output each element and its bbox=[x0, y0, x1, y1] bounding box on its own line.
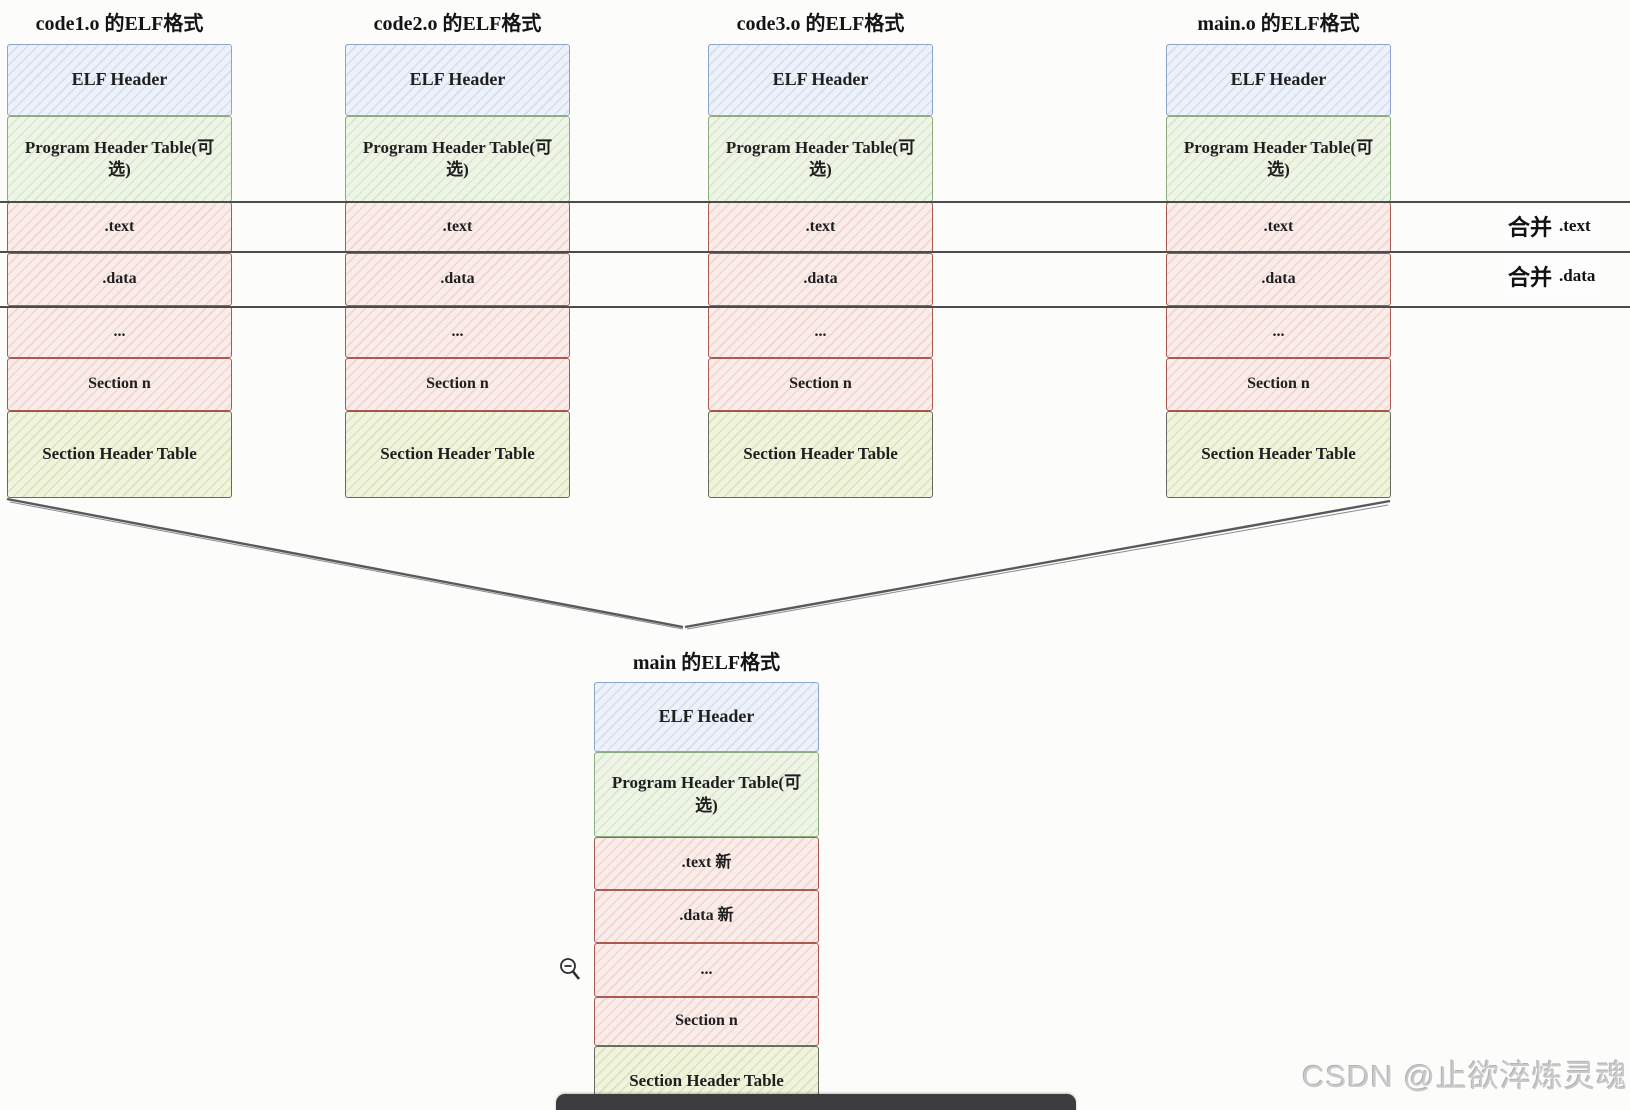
box-label: .text bbox=[104, 218, 135, 236]
box-label: .text 新 bbox=[681, 854, 732, 872]
box-label: .data 新 bbox=[679, 907, 734, 925]
text-section-box: .text bbox=[1166, 202, 1391, 253]
box-label: .data bbox=[102, 270, 137, 288]
box-label: .text bbox=[805, 218, 836, 236]
merge-label-data: 合并 .data bbox=[1502, 259, 1602, 293]
text-new-section-box: .text 新 bbox=[594, 837, 819, 890]
box-label: .data bbox=[1261, 270, 1296, 288]
column-title: code3.o 的ELF格式 bbox=[736, 13, 905, 35]
box-label: .data bbox=[440, 270, 475, 288]
column-title: main.o 的ELF格式 bbox=[1197, 13, 1360, 35]
box-label: Section Header Table bbox=[42, 444, 197, 464]
data-new-section-box: .data 新 bbox=[594, 890, 819, 943]
column-title: code2.o 的ELF格式 bbox=[373, 13, 542, 35]
ellipsis-section-box: ... bbox=[708, 306, 933, 358]
box-label: Section Header Table bbox=[1201, 444, 1356, 464]
program-header-table-box: Program Header Table(可选) bbox=[345, 116, 570, 202]
converge-line-right-echo bbox=[686, 504, 1389, 630]
box-label: Program Header Table(可选) bbox=[362, 137, 553, 179]
ellipsis-section-box: ... bbox=[1166, 306, 1391, 358]
zoom-out-magnifier-icon bbox=[560, 958, 581, 980]
data-section-box: .data bbox=[708, 253, 933, 306]
elf-header-box: ELF Header bbox=[1166, 44, 1391, 116]
section-n-box: Section n bbox=[1166, 358, 1391, 411]
section-header-table-box: Section Header Table bbox=[7, 411, 232, 498]
elf-column-code3o: code3.o 的ELF格式 ELF Header Program Header… bbox=[708, 13, 933, 498]
elf-column-main-result: main 的ELF格式 ELF Header Program Header Ta… bbox=[594, 652, 819, 1110]
text-section-box: .text bbox=[345, 202, 570, 253]
section-n-box: Section n bbox=[708, 358, 933, 411]
ellipsis-section-box: ... bbox=[345, 306, 570, 358]
program-header-table-box: Program Header Table(可选) bbox=[708, 116, 933, 202]
elf-header-box: ELF Header bbox=[7, 44, 232, 116]
elf-header-box: ELF Header bbox=[708, 44, 933, 116]
text-section-box: .text bbox=[7, 202, 232, 253]
column-title: main 的ELF格式 bbox=[632, 652, 781, 674]
converge-line-left-echo bbox=[9, 501, 684, 630]
box-label: ELF Header bbox=[71, 69, 168, 90]
box-label: Program Header Table(可选) bbox=[725, 137, 916, 179]
elf-column-maino: main.o 的ELF格式 ELF Header Program Header … bbox=[1166, 13, 1391, 498]
column-title: code1.o 的ELF格式 bbox=[35, 13, 204, 35]
box-label: ... bbox=[113, 322, 126, 340]
section-n-box: Section n bbox=[594, 997, 819, 1046]
box-label: ... bbox=[1272, 322, 1285, 340]
box-label: Section Header Table bbox=[743, 444, 898, 464]
merge-label-text: 合并 .text bbox=[1502, 209, 1597, 243]
section-header-table-box: Section Header Table bbox=[345, 411, 570, 498]
ellipsis-section-box: ... bbox=[594, 943, 819, 997]
box-label: .text bbox=[442, 218, 473, 236]
box-label: .text bbox=[1263, 218, 1294, 236]
section-n-box: Section n bbox=[345, 358, 570, 411]
program-header-table-box: Program Header Table(可选) bbox=[1166, 116, 1391, 202]
data-section-box: .data bbox=[1166, 253, 1391, 306]
merge-action-label: 合并 bbox=[1508, 215, 1553, 240]
merge-target-label: .text bbox=[1559, 216, 1591, 235]
box-label: Section Header Table bbox=[629, 1070, 784, 1090]
video-player-bar[interactable] bbox=[556, 1094, 1076, 1110]
box-label: .data bbox=[803, 270, 838, 288]
box-label: ... bbox=[814, 322, 827, 340]
box-label: ... bbox=[700, 960, 713, 978]
box-label: ELF Header bbox=[409, 69, 506, 90]
ellipsis-section-box: ... bbox=[7, 306, 232, 358]
text-section-box: .text bbox=[708, 202, 933, 253]
box-label: Section n bbox=[1247, 375, 1310, 393]
program-header-table-box: Program Header Table(可选) bbox=[594, 752, 819, 837]
converge-line-right bbox=[684, 499, 1391, 629]
merge-guide-line-text-top bbox=[0, 201, 1630, 203]
elf-column-code1o: code1.o 的ELF格式 ELF Header Program Header… bbox=[7, 13, 232, 498]
box-label: ELF Header bbox=[658, 706, 755, 727]
box-label: Section n bbox=[675, 1012, 738, 1030]
merge-guide-line-data-bottom bbox=[0, 306, 1630, 308]
box-label: ELF Header bbox=[1230, 69, 1327, 90]
box-label: Program Header Table(可选) bbox=[611, 773, 802, 815]
data-section-box: .data bbox=[345, 253, 570, 306]
box-label: ELF Header bbox=[772, 69, 869, 90]
elf-column-code2o: code2.o 的ELF格式 ELF Header Program Header… bbox=[345, 13, 570, 498]
merge-target-label: .data bbox=[1559, 266, 1596, 285]
box-label: Section n bbox=[426, 375, 489, 393]
box-label: Section n bbox=[88, 375, 151, 393]
box-label: Program Header Table(可选) bbox=[24, 137, 215, 179]
converge-line-left bbox=[6, 497, 684, 629]
merge-guide-line-text-bottom bbox=[0, 251, 1630, 253]
program-header-table-box: Program Header Table(可选) bbox=[7, 116, 232, 202]
box-label: ... bbox=[451, 322, 464, 340]
merge-action-label: 合并 bbox=[1508, 265, 1553, 290]
elf-header-box: ELF Header bbox=[345, 44, 570, 116]
box-label: Program Header Table(可选) bbox=[1183, 137, 1374, 179]
elf-header-box: ELF Header bbox=[594, 682, 819, 752]
box-label: Section n bbox=[789, 375, 852, 393]
csdn-watermark: CSDN @止欲淬炼灵魂 bbox=[1302, 1059, 1628, 1094]
section-header-table-box: Section Header Table bbox=[1166, 411, 1391, 498]
section-n-box: Section n bbox=[7, 358, 232, 411]
section-header-table-box: Section Header Table bbox=[708, 411, 933, 498]
box-label: Section Header Table bbox=[380, 444, 535, 464]
data-section-box: .data bbox=[7, 253, 232, 306]
